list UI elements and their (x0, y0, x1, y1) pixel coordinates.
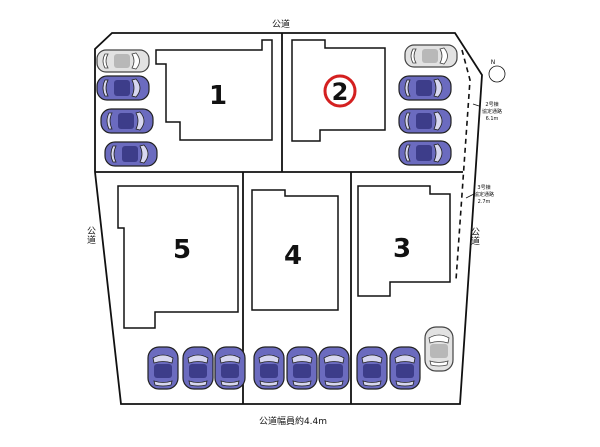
car-grey (96, 49, 150, 73)
lower-annotation-line-1: 3号棟 (477, 184, 490, 191)
car-blue (147, 346, 179, 390)
highlight-ring-lot-2 (323, 74, 357, 108)
lower-path-annotation: 3号棟 協定通路 2.7m (465, 184, 494, 205)
car-blue (356, 346, 388, 390)
lot-number-4: 4 (284, 241, 302, 271)
car-blue (214, 346, 246, 390)
road-label-east: 公道 (469, 227, 480, 246)
upper-annotation-line-3: 6.1m (486, 116, 499, 122)
compass-letter: N (491, 59, 496, 66)
lower-annotation-line-3: 2.7m (478, 199, 491, 205)
car-blue (96, 75, 150, 101)
car-blue (100, 108, 154, 134)
car-blue (286, 346, 318, 390)
car-blue (398, 108, 452, 134)
building-lot-5 (117, 185, 239, 329)
upper-annotation-line-1: 2号棟 (485, 101, 498, 108)
north-arrow-icon (495, 66, 499, 82)
upper-path-annotation: 2号棟 協定通路 6.1m (472, 101, 502, 122)
lower-annotation-line-2: 協定通路 (474, 191, 494, 198)
car-blue (104, 141, 158, 167)
car-blue (398, 140, 452, 166)
building-lot-1 (155, 39, 273, 141)
upper-annotation-line-2: 協定通路 (482, 108, 502, 115)
lot-number-2: 2 (332, 78, 349, 106)
car-grey (424, 326, 454, 372)
car-blue (253, 346, 285, 390)
lot-number-1: 1 (209, 81, 227, 111)
road-label-west: 公道 (85, 226, 96, 245)
building-lot-3 (357, 185, 451, 297)
lot-number-3: 3 (393, 234, 411, 264)
agreement-path-line (455, 49, 471, 281)
car-grey (404, 44, 458, 68)
lot-number-5: 5 (173, 235, 191, 265)
road-label-south: 公道幅員約4.4m (259, 415, 327, 427)
compass: N (488, 59, 506, 83)
car-blue (389, 346, 421, 390)
car-blue (398, 75, 452, 101)
building-lot-4 (251, 189, 339, 311)
car-blue (182, 346, 214, 390)
car-blue (318, 346, 350, 390)
road-label-north: 公道 (272, 18, 290, 30)
